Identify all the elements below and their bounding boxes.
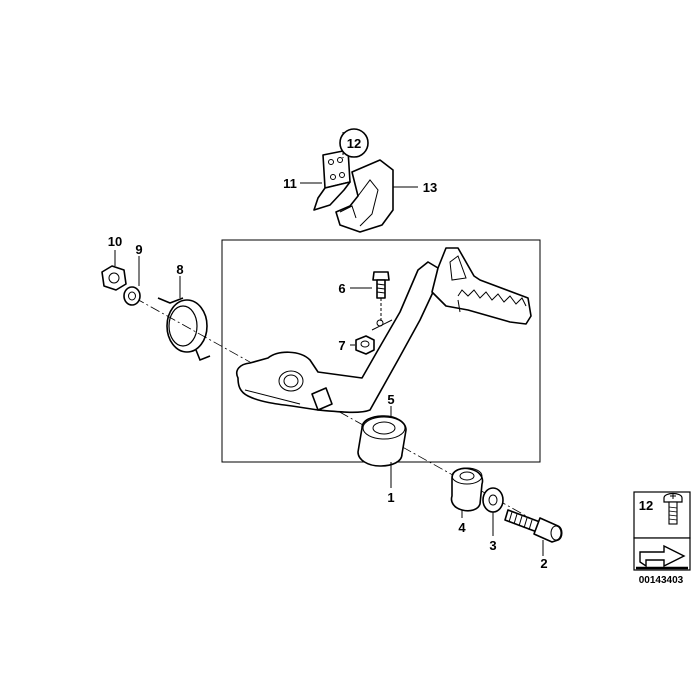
return-spring-part (157, 297, 211, 362)
callout-9[interactable]: 9 (135, 242, 142, 257)
callout-13[interactable]: 13 (423, 180, 437, 195)
lock-nut-part (101, 265, 127, 291)
spacer-sleeve-part (450, 467, 484, 512)
nut-part (355, 335, 375, 355)
bracket-clamp-part (313, 149, 351, 211)
hex-socket-bolt-part (504, 509, 563, 543)
bushing-part (357, 415, 407, 467)
callout-12[interactable]: 12 (339, 128, 369, 158)
bolt-part (372, 271, 390, 299)
callout-3[interactable]: 3 (489, 538, 496, 553)
callout-7[interactable]: 7 (338, 338, 345, 353)
callout-4[interactable]: 4 (458, 520, 466, 535)
callout-6[interactable]: 6 (338, 281, 345, 296)
screw-icon (663, 492, 683, 525)
cover-part (335, 159, 394, 233)
callout-8[interactable]: 8 (176, 262, 183, 277)
callout-2[interactable]: 2 (540, 556, 547, 571)
callout-11[interactable]: 11 (283, 176, 297, 191)
callout-5[interactable]: 5 (387, 392, 394, 407)
callout-10[interactable]: 10 (108, 234, 122, 249)
plain-washer-part (482, 487, 504, 513)
arrow-icon (639, 544, 686, 568)
brake-pedal-lever-part (235, 261, 439, 414)
callout-1[interactable]: 1 (387, 490, 394, 505)
legend-box: 12 (633, 491, 691, 539)
washer-part (123, 286, 141, 306)
callout-12-label: 12 (347, 136, 361, 151)
foot-peg-part (431, 247, 532, 325)
drawing-number: 00143403 (639, 575, 684, 586)
legend-part-label: 12 (639, 498, 653, 513)
legend-arrow-box (633, 537, 691, 571)
